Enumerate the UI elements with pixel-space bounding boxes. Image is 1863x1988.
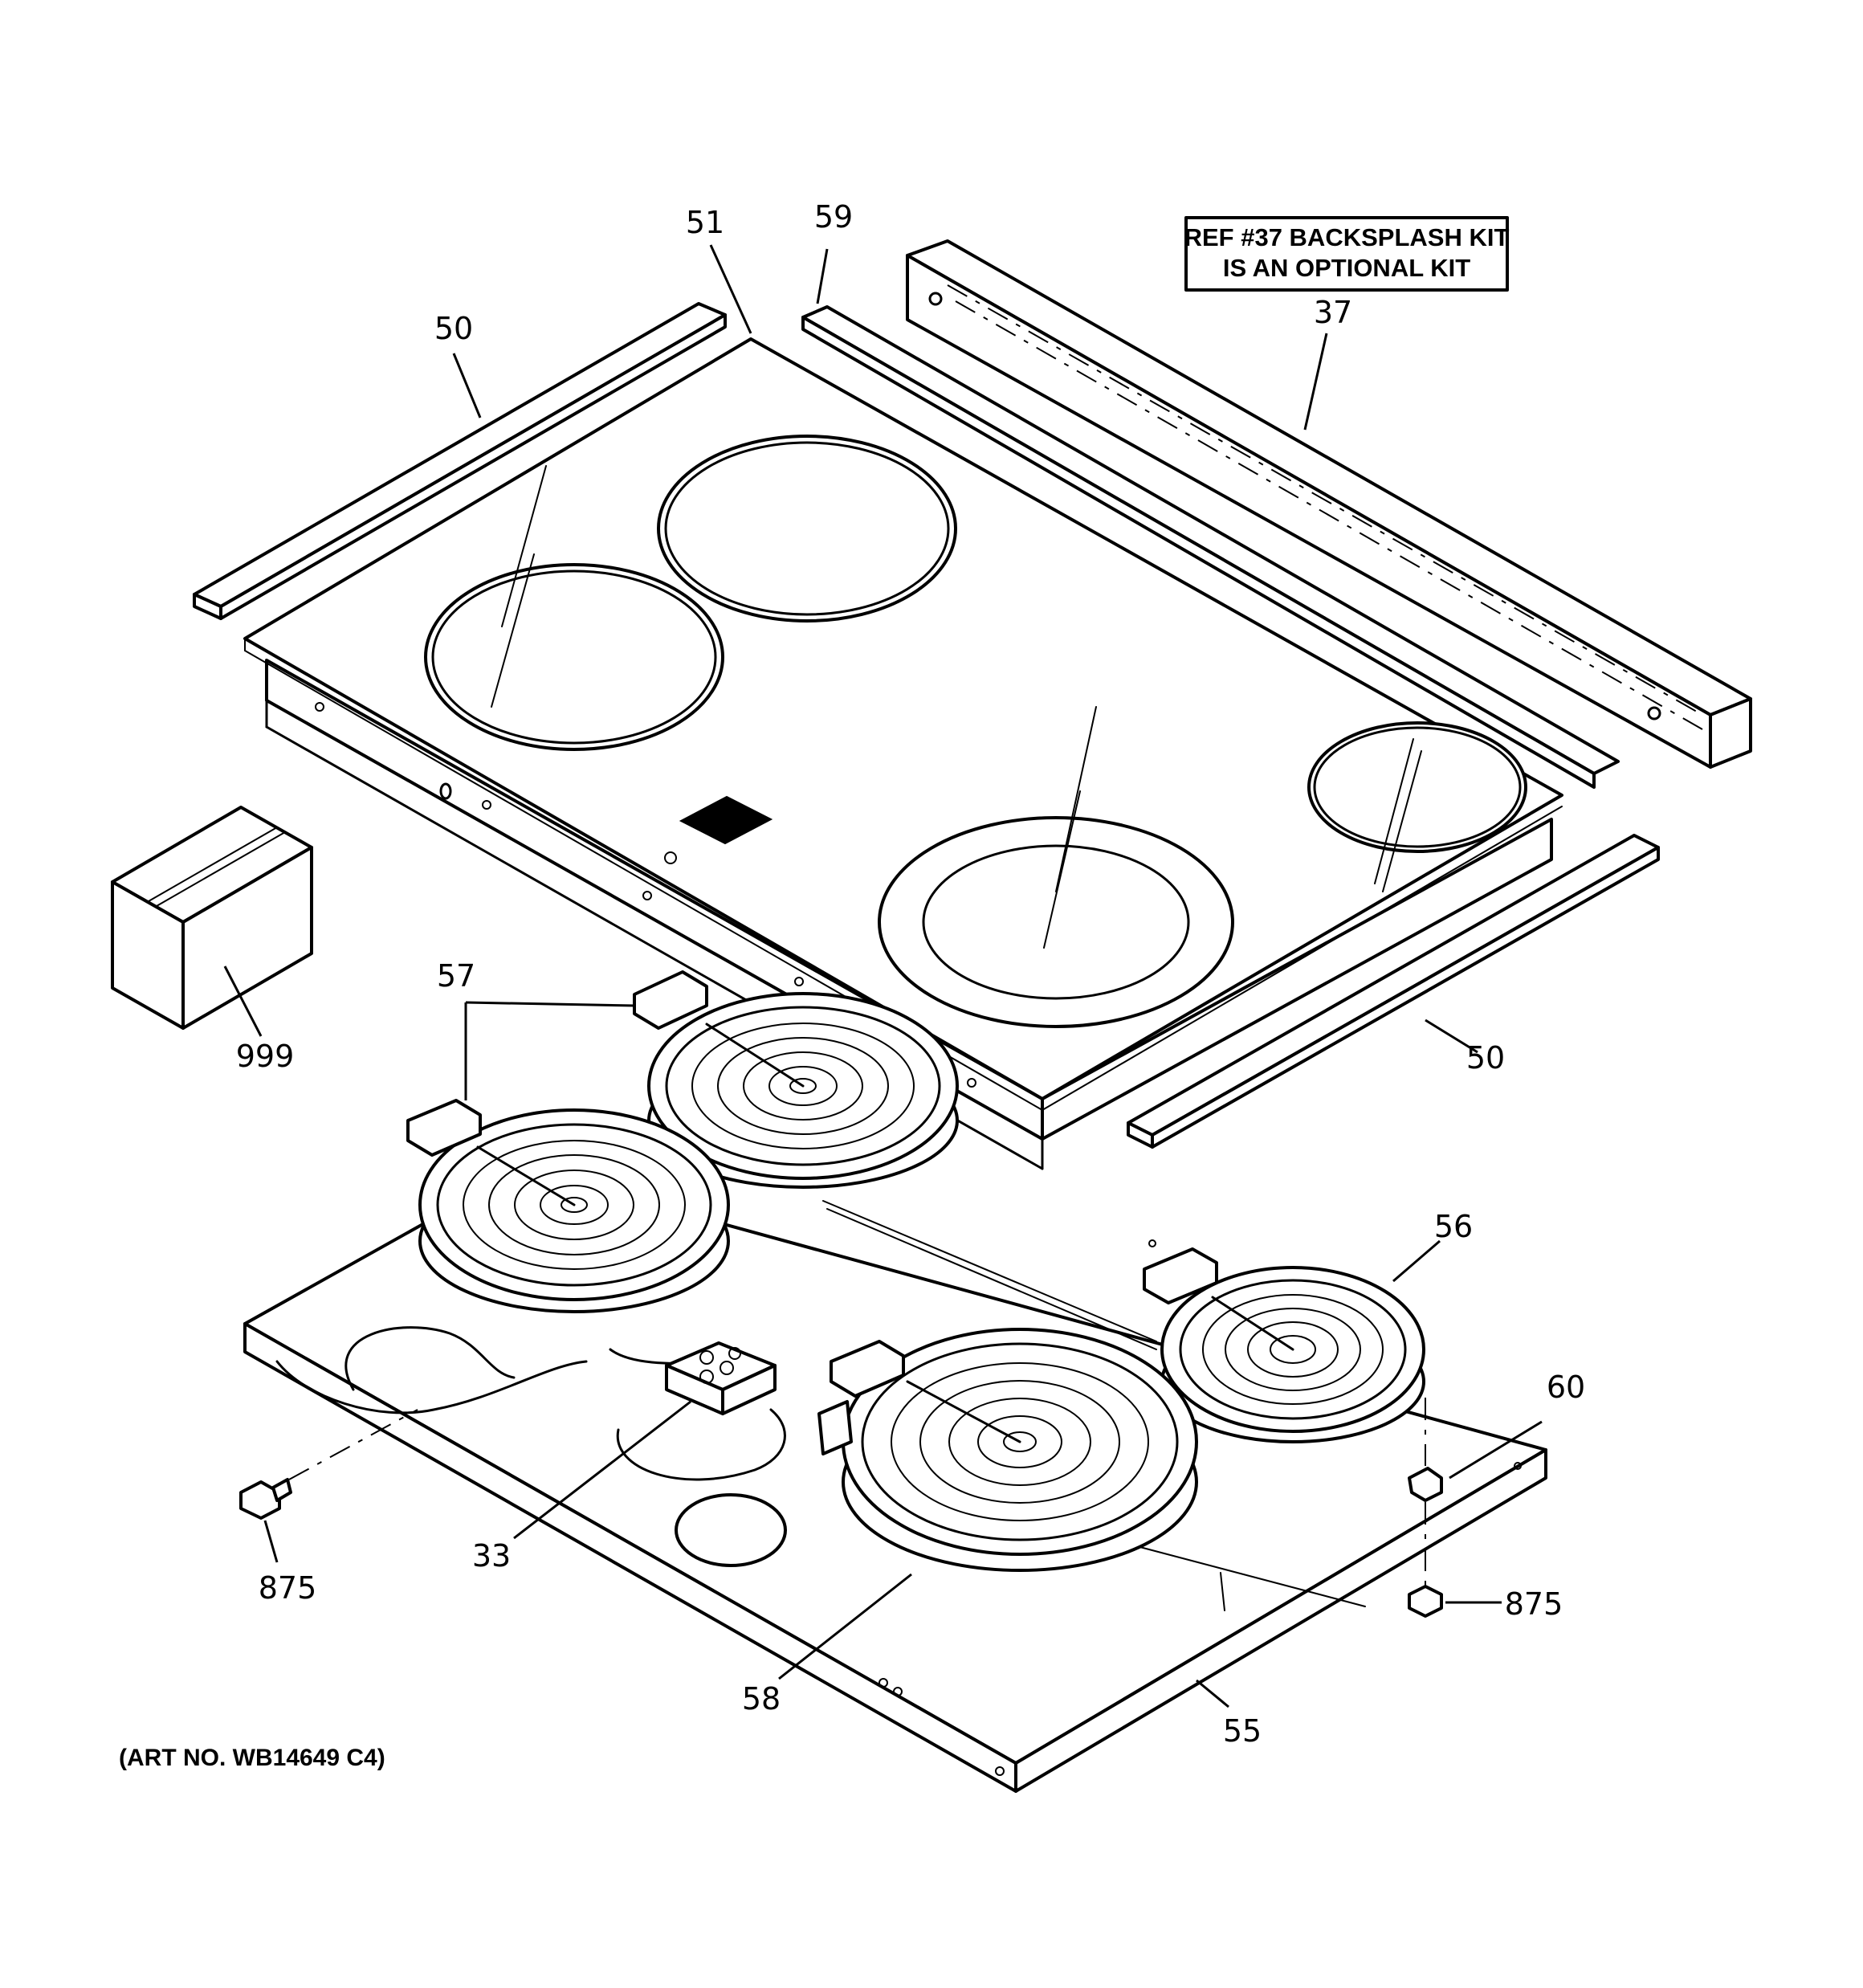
callout-57: 57 [437, 958, 475, 994]
radiant-element-58[interactable] [817, 1328, 1198, 1572]
carton-box-999[interactable] [111, 806, 313, 1030]
clip-60[interactable] [1408, 1467, 1443, 1502]
callout-56: 56 [1434, 1209, 1473, 1244]
burner-ring-front-right [878, 816, 1234, 1028]
callout-875-right: 875 [1505, 1586, 1563, 1622]
callout-60: 60 [1547, 1370, 1585, 1405]
callout-999: 999 [236, 1039, 295, 1074]
callout-58: 58 [742, 1681, 781, 1717]
wire-ring [675, 1493, 787, 1567]
side-trim-strip-left[interactable] [193, 302, 727, 620]
callout-33: 33 [472, 1538, 511, 1574]
callout-50-right: 50 [1466, 1040, 1505, 1076]
callout-50-left: 50 [434, 311, 473, 346]
backsplash-kit[interactable] [906, 239, 1752, 769]
callout-59: 59 [814, 199, 853, 235]
optional-kit-note-box [1184, 216, 1509, 292]
note-line-2: IS AN OPTIONAL KIT [1223, 254, 1470, 282]
terminal-block[interactable] [665, 1341, 777, 1415]
burner-ring-back-right [1307, 721, 1527, 853]
callout-37: 37 [1314, 295, 1352, 330]
screw-875-right[interactable] [1408, 1585, 1443, 1618]
radiant-element-57-front[interactable] [406, 1099, 730, 1313]
burner-ring-front-left [424, 563, 724, 751]
side-trim-strip-right[interactable] [1127, 834, 1660, 1149]
note-line-1: REF #37 BACKSPLASH KIT [1184, 223, 1510, 251]
screw-875-left[interactable] [239, 1478, 292, 1520]
wiring-harness [275, 1326, 787, 1567]
rear-gasket-strip[interactable] [801, 305, 1620, 789]
callout-55: 55 [1223, 1713, 1262, 1749]
burner-ring-back-left [657, 435, 957, 623]
callout-51: 51 [686, 205, 724, 240]
radiant-element-56[interactable] [1143, 1247, 1425, 1443]
art-number: (ART NO. WB14649 C4) [119, 1745, 385, 1771]
leader-lines [223, 244, 1543, 1708]
callout-875-left: 875 [259, 1570, 317, 1606]
